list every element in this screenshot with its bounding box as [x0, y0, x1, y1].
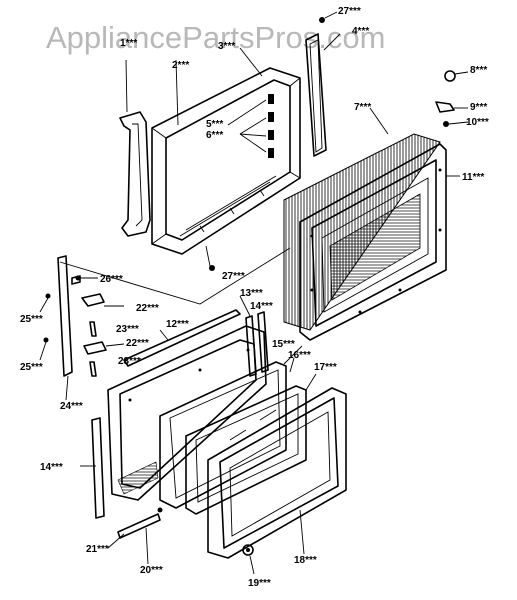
callout-25-lower: 25***	[20, 362, 43, 373]
callout-7: 7***	[354, 102, 371, 113]
callout-16: 16***	[288, 350, 311, 361]
guide-lines	[59, 247, 291, 305]
callout-labels: 27*** 4*** 1*** 3*** 2*** 8*** 5*** 6***…	[20, 6, 489, 589]
callout-13: 13***	[240, 288, 263, 299]
callout-21: 21***	[86, 544, 109, 555]
callout-22-lower: 22***	[126, 338, 149, 349]
callout-8: 8***	[470, 65, 487, 76]
latch-parts	[435, 70, 469, 127]
callout-15: 15***	[272, 339, 295, 350]
callout-6: 6***	[206, 130, 223, 141]
callout-2: 2***	[172, 60, 189, 71]
callout-1: 1***	[120, 38, 137, 49]
bottom-hinge-bits	[107, 507, 163, 565]
callout-3: 3***	[218, 41, 235, 52]
callout-19: 19***	[248, 578, 271, 589]
callout-14-upper: 14***	[250, 301, 273, 312]
glass-panel-inner	[185, 357, 317, 515]
top-gasket-strip	[123, 309, 241, 367]
callout-5: 5***	[206, 119, 223, 130]
inner-door-panel	[299, 143, 460, 341]
glass-panel-outer	[159, 345, 303, 509]
callout-27-top: 27***	[338, 6, 361, 17]
callout-22-upper: 22***	[136, 303, 159, 314]
callout-11: 11***	[462, 172, 484, 183]
outer-door-frame	[151, 59, 301, 255]
watermark-text: AppliancePartsPros.com	[46, 20, 385, 55]
callout-27-bottom: 27***	[222, 271, 245, 282]
callout-25-upper: 25***	[20, 314, 43, 325]
hinge-assembly	[39, 255, 125, 401]
door-bumper	[242, 544, 255, 575]
callout-17: 17***	[314, 362, 337, 373]
frame-brackets	[227, 47, 274, 158]
callout-9: 9***	[470, 102, 487, 113]
screw-top	[319, 11, 338, 23]
outer-door-front	[207, 387, 347, 559]
callout-23-lower: 23***	[118, 356, 141, 367]
screw-bottom	[205, 245, 215, 271]
left-gasket-strip	[80, 417, 105, 519]
callout-12: 12***	[166, 319, 189, 330]
callout-26: 26***	[100, 274, 123, 285]
callout-23-upper: 23***	[116, 324, 139, 335]
callout-14-lower: 14***	[40, 462, 63, 473]
callout-18: 18***	[294, 555, 317, 566]
callout-10: 10***	[466, 117, 489, 128]
callout-4: 4***	[352, 26, 369, 37]
callout-20: 20***	[140, 565, 163, 576]
side-trim-strip	[305, 33, 341, 157]
callout-24: 24***	[60, 401, 83, 412]
door-handle	[119, 59, 151, 237]
